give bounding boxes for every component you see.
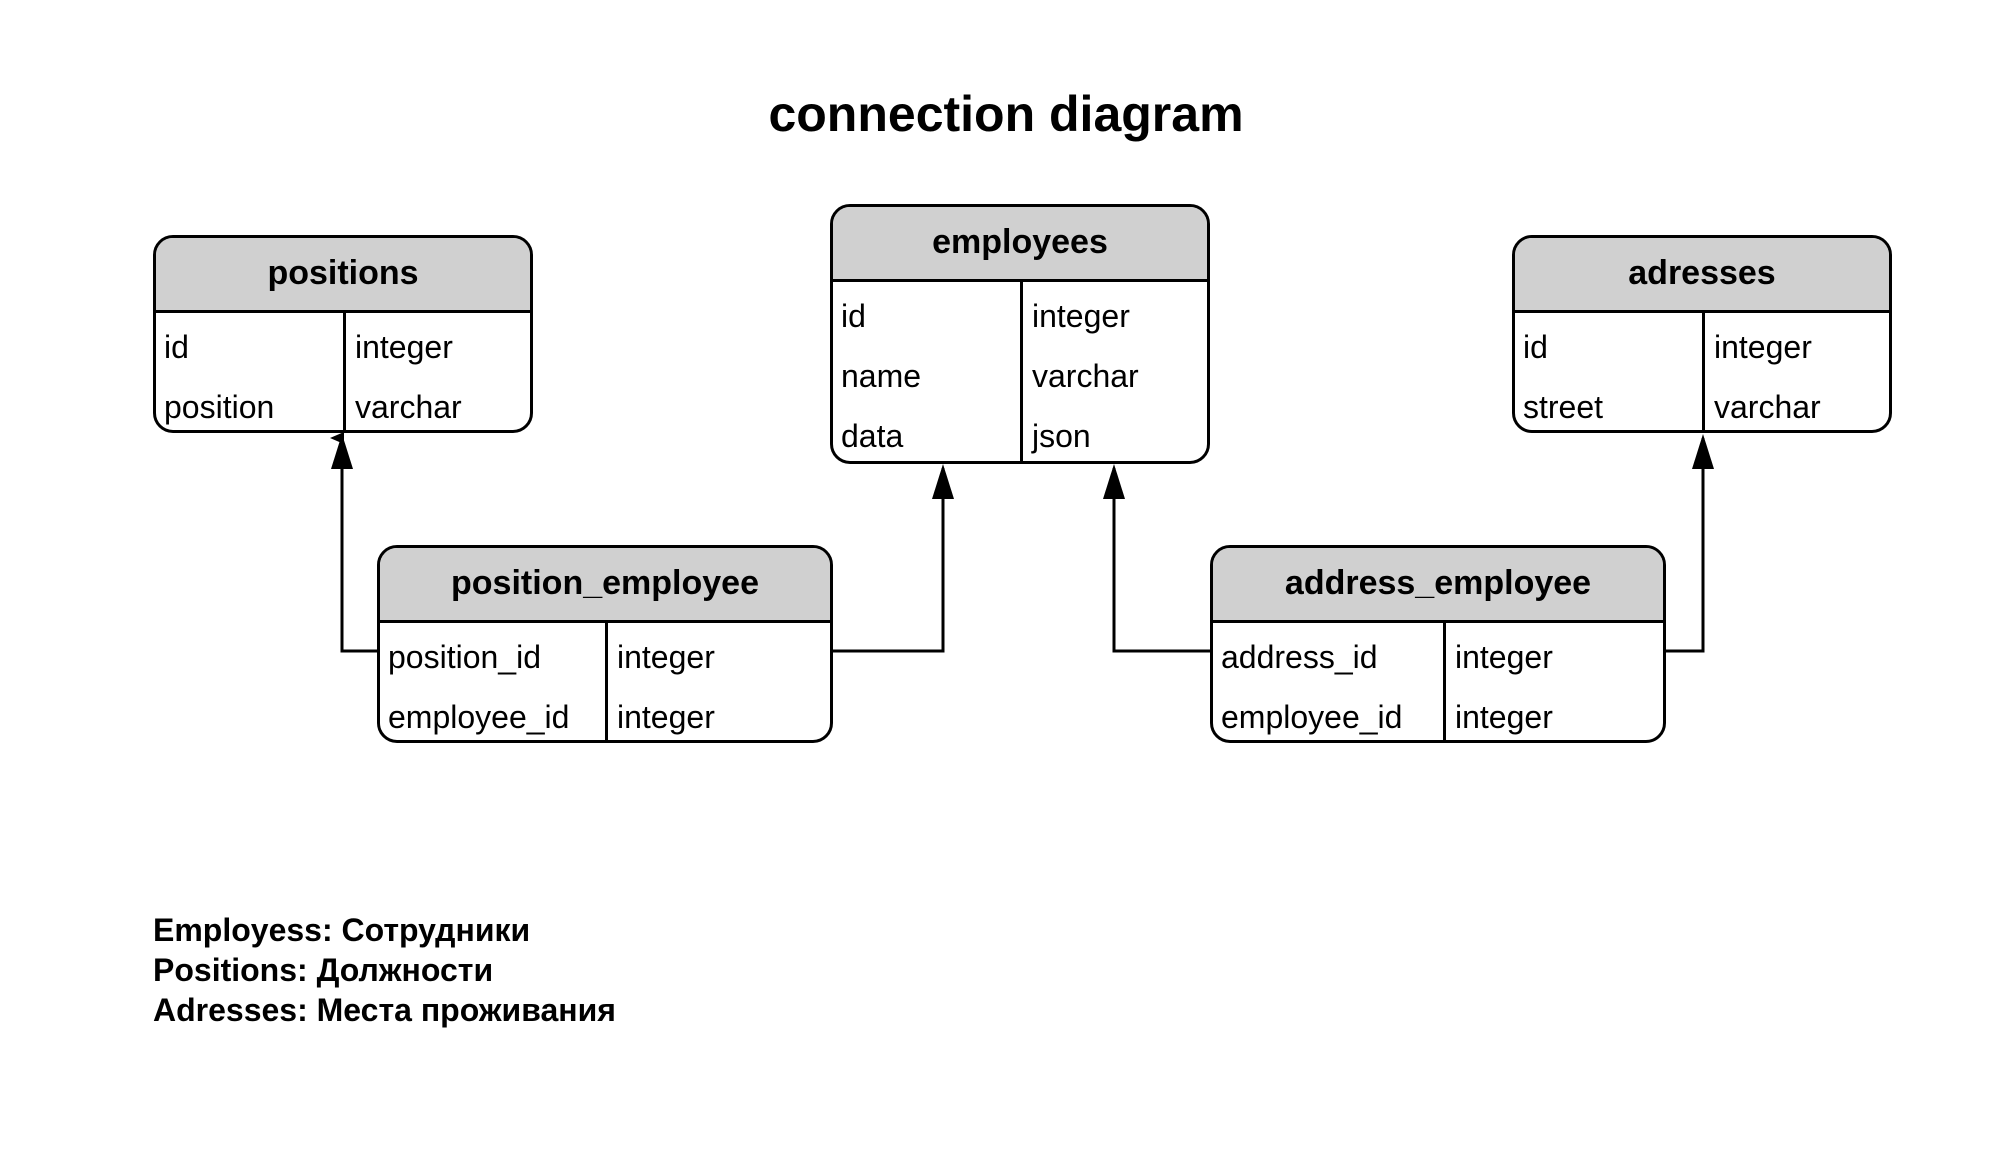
diagram-title: connection diagram [768, 86, 1244, 142]
arrowhead-adresses [1692, 434, 1714, 469]
entity-positions-header: positions [156, 238, 530, 313]
column-type: integer [617, 698, 715, 735]
column-name: id [1523, 328, 1548, 365]
column-name: data [841, 417, 904, 454]
column-row: position_id integer [380, 627, 830, 687]
entity-adresses: adresses id integer street varchar [1512, 235, 1892, 433]
entity-position-employee-header: position_employee [380, 548, 830, 623]
column-name: position_id [388, 638, 541, 675]
column-type: integer [1714, 328, 1812, 365]
connector-position-employee-to-employees [831, 468, 945, 653]
connector-address-employee-to-adresses [1665, 438, 1705, 653]
column-name: street [1523, 388, 1604, 425]
column-type: integer [1455, 638, 1553, 675]
entity-adresses-columns: id integer street varchar [1515, 313, 1889, 430]
legend-item: Adresses: Места проживания [153, 992, 616, 1028]
column-row: name varchar [833, 346, 1207, 406]
column-name: employee_id [1221, 698, 1403, 735]
column-type: integer [1032, 297, 1130, 334]
entity-adresses-header: adresses [1515, 238, 1889, 313]
column-name: employee_id [388, 698, 570, 735]
column-row: address_id integer [1213, 627, 1663, 687]
column-type: json [1032, 417, 1091, 454]
column-name: name [841, 357, 922, 394]
column-type: varchar [1032, 357, 1139, 394]
column-type: integer [617, 638, 715, 675]
legend: Employess: Сотрудники Positions: Должнос… [153, 910, 616, 1030]
entity-positions-columns: id integer position varchar [156, 313, 530, 430]
column-type: varchar [355, 388, 462, 425]
entity-address-employee: address_employee address_id integer empl… [1210, 545, 1666, 743]
arrowhead-employees-left [932, 464, 954, 499]
column-row: employee_id integer [380, 687, 830, 740]
entity-employees-header: employees [833, 207, 1207, 282]
column-name: position [164, 388, 275, 425]
column-row: data json [833, 406, 1207, 461]
column-name: address_id [1221, 638, 1378, 675]
column-type: integer [1455, 698, 1553, 735]
column-row: id integer [156, 317, 530, 377]
column-row: id integer [833, 286, 1207, 346]
column-type: varchar [1714, 388, 1821, 425]
entity-address-employee-columns: address_id integer employee_id integer [1213, 623, 1663, 740]
entity-employees-columns: id integer name varchar data json [833, 282, 1207, 461]
entity-positions: positions id integer position varchar [153, 235, 533, 433]
column-row: position varchar [156, 377, 530, 430]
connector-address-employee-to-employees [1112, 468, 1212, 653]
column-name: id [841, 297, 866, 334]
column-name: id [164, 328, 189, 365]
column-type: integer [355, 328, 453, 365]
legend-item: Positions: Должности [153, 952, 494, 988]
connector-position-employee-to-positions [330, 432, 378, 653]
column-row: street varchar [1515, 377, 1889, 430]
entity-employees: employees id integer name varchar data j… [830, 204, 1210, 464]
column-row: employee_id integer [1213, 687, 1663, 740]
entity-position-employee: position_employee position_id integer em… [377, 545, 833, 743]
arrowhead-employees-right [1103, 464, 1125, 499]
column-row: id integer [1515, 317, 1889, 377]
legend-item: Employess: Сотрудники [153, 912, 531, 948]
entity-address-employee-header: address_employee [1213, 548, 1663, 623]
arrowhead-positions [331, 434, 353, 469]
entity-position-employee-columns: position_id integer employee_id integer [380, 623, 830, 740]
